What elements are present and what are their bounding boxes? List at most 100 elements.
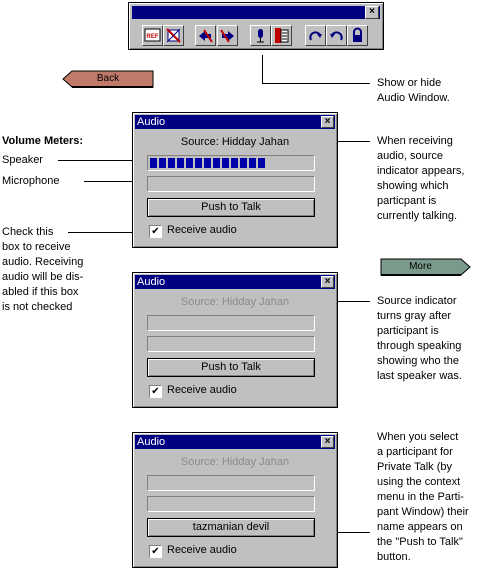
note-line: pant Window) their <box>377 506 469 518</box>
show-hide-note: Show or hide Audio Window. <box>377 76 450 106</box>
speaker-meter <box>147 475 315 491</box>
document-button[interactable] <box>271 25 292 46</box>
note-line: is not checked <box>2 301 73 313</box>
note-line: indicator appears, <box>377 165 465 177</box>
note-line: particpant is <box>377 195 437 207</box>
dialog-close-button[interactable]: × <box>321 276 334 288</box>
microphone-label: Microphone <box>2 175 60 187</box>
microphone-pointer-line <box>84 181 146 182</box>
source-indicator: Source: Hidday Jahan <box>180 136 290 148</box>
note-line: a participant for <box>377 446 453 458</box>
checkbox-pointer-line <box>68 232 150 233</box>
speaker-meter <box>147 155 315 171</box>
meter-segment <box>150 158 157 168</box>
microphone-meter <box>147 336 315 352</box>
receive-audio-label: Receive audio <box>167 544 237 556</box>
note-line: box to receive <box>2 241 71 253</box>
note-line: When you select <box>377 431 459 443</box>
cross-button[interactable] <box>163 25 184 46</box>
note-line: the "Push to Talk" <box>377 536 463 548</box>
microphone-icon <box>257 29 264 43</box>
toolbar-close-button[interactable]: × <box>365 6 379 19</box>
dialog-title: Audio <box>137 116 166 128</box>
receive-audio-checkbox[interactable]: ✔ <box>149 385 162 398</box>
receive-audio-label: Receive audio <box>167 384 237 396</box>
note-line: showing who the <box>377 355 459 367</box>
remove-left-icon <box>199 29 213 43</box>
lock-icon <box>353 27 362 42</box>
dialog-title: Audio <box>137 276 166 288</box>
note-line: through speaking <box>377 340 462 352</box>
meter-segment <box>204 158 211 168</box>
note-line: Source indicator <box>377 295 457 307</box>
audio-window-idle: Audio × Source: Hidday Jahan Push to Tal… <box>132 272 338 408</box>
dialog-title-bar: Audio × <box>135 115 335 129</box>
audio-window-private-talk: Audio × Source: Hidday Jahan tazmanian d… <box>132 432 338 568</box>
receive-audio-checkbox[interactable]: ✔ <box>149 225 162 238</box>
note-line: name appears on <box>377 521 463 533</box>
note-line: audio. Receiving <box>2 256 84 268</box>
back-button[interactable]: Back <box>62 70 154 88</box>
volume-meters-heading: Volume Meters: <box>2 135 84 147</box>
note-line: button. <box>377 551 411 563</box>
microphone-meter <box>147 496 315 512</box>
toolbar-title-bar: × <box>132 6 380 19</box>
rotate-right-button[interactable] <box>305 25 326 46</box>
dialog-title-bar: Audio × <box>135 275 335 289</box>
meter-segment <box>159 158 166 168</box>
more-button[interactable]: More <box>380 258 471 276</box>
audio-window-active: Audio × Source: Hidday Jahan Push to Tal… <box>132 112 338 248</box>
source-indicator-gray: Source: Hidday Jahan <box>180 296 290 308</box>
remove-left-button[interactable] <box>195 25 216 46</box>
dialog-title-bar: Audio × <box>135 435 335 449</box>
source-indicator-gray: Source: Hidday Jahan <box>180 456 290 468</box>
remove-right-icon <box>220 29 234 43</box>
more-label: More <box>409 261 432 272</box>
microphone-button[interactable] <box>250 25 271 46</box>
meter-segment <box>249 158 256 168</box>
ptt-pointer-line <box>320 532 370 533</box>
push-to-talk-button[interactable]: Push to Talk <box>147 198 315 217</box>
note-line: turns gray after <box>377 310 451 322</box>
note-line: Show or hide <box>377 77 442 89</box>
receiving-note: When receiving audio, source indicator a… <box>377 134 464 224</box>
source-gray-note: Source indicator turns gray after partic… <box>377 294 462 384</box>
back-label: Back <box>96 73 120 84</box>
note-line: audio will be dis- <box>2 271 84 283</box>
meter-segment <box>213 158 220 168</box>
check-box-note: Check this box to receive audio. Receivi… <box>2 225 83 315</box>
meter-segment <box>168 158 175 168</box>
note-line: last speaker was. <box>377 370 462 382</box>
receive-audio-checkbox[interactable]: ✔ <box>149 545 162 558</box>
dialog-close-button[interactable]: × <box>321 436 334 448</box>
pointer-line-vertical <box>262 55 263 83</box>
speaker-label: Speaker <box>2 154 43 166</box>
svg-text:REF: REF <box>147 34 159 40</box>
push-to-talk-button[interactable]: tazmanian devil <box>147 518 315 537</box>
note-line: Private Talk (by <box>377 461 452 473</box>
ref-icon: REF <box>144 28 161 42</box>
ref-button[interactable]: REF <box>142 25 163 46</box>
rotate-left-button[interactable] <box>326 25 347 46</box>
push-to-talk-button[interactable]: Push to Talk <box>147 358 315 377</box>
dialog-title: Audio <box>137 436 166 448</box>
private-talk-note: When you select a participant for Privat… <box>377 430 469 565</box>
lock-button[interactable] <box>347 25 368 46</box>
meter-segment <box>258 158 265 168</box>
cross-icon <box>166 28 181 43</box>
microphone-meter <box>147 176 315 192</box>
note-line: Check this <box>2 226 54 238</box>
note-line: using the context <box>377 476 461 488</box>
speaker-pointer-line <box>58 160 146 161</box>
dialog-close-button[interactable]: × <box>321 116 334 128</box>
meter-segment <box>195 158 202 168</box>
meter-segment <box>177 158 184 168</box>
meter-segment <box>240 158 247 168</box>
receive-audio-label: Receive audio <box>167 224 237 236</box>
note-line: showing which <box>377 180 449 192</box>
document-icon <box>275 28 289 43</box>
speaker-meter <box>147 315 315 331</box>
remove-right-button[interactable] <box>217 25 238 46</box>
note-line: menu in the Parti- <box>377 491 464 503</box>
pointer-line-horizontal <box>262 83 370 84</box>
